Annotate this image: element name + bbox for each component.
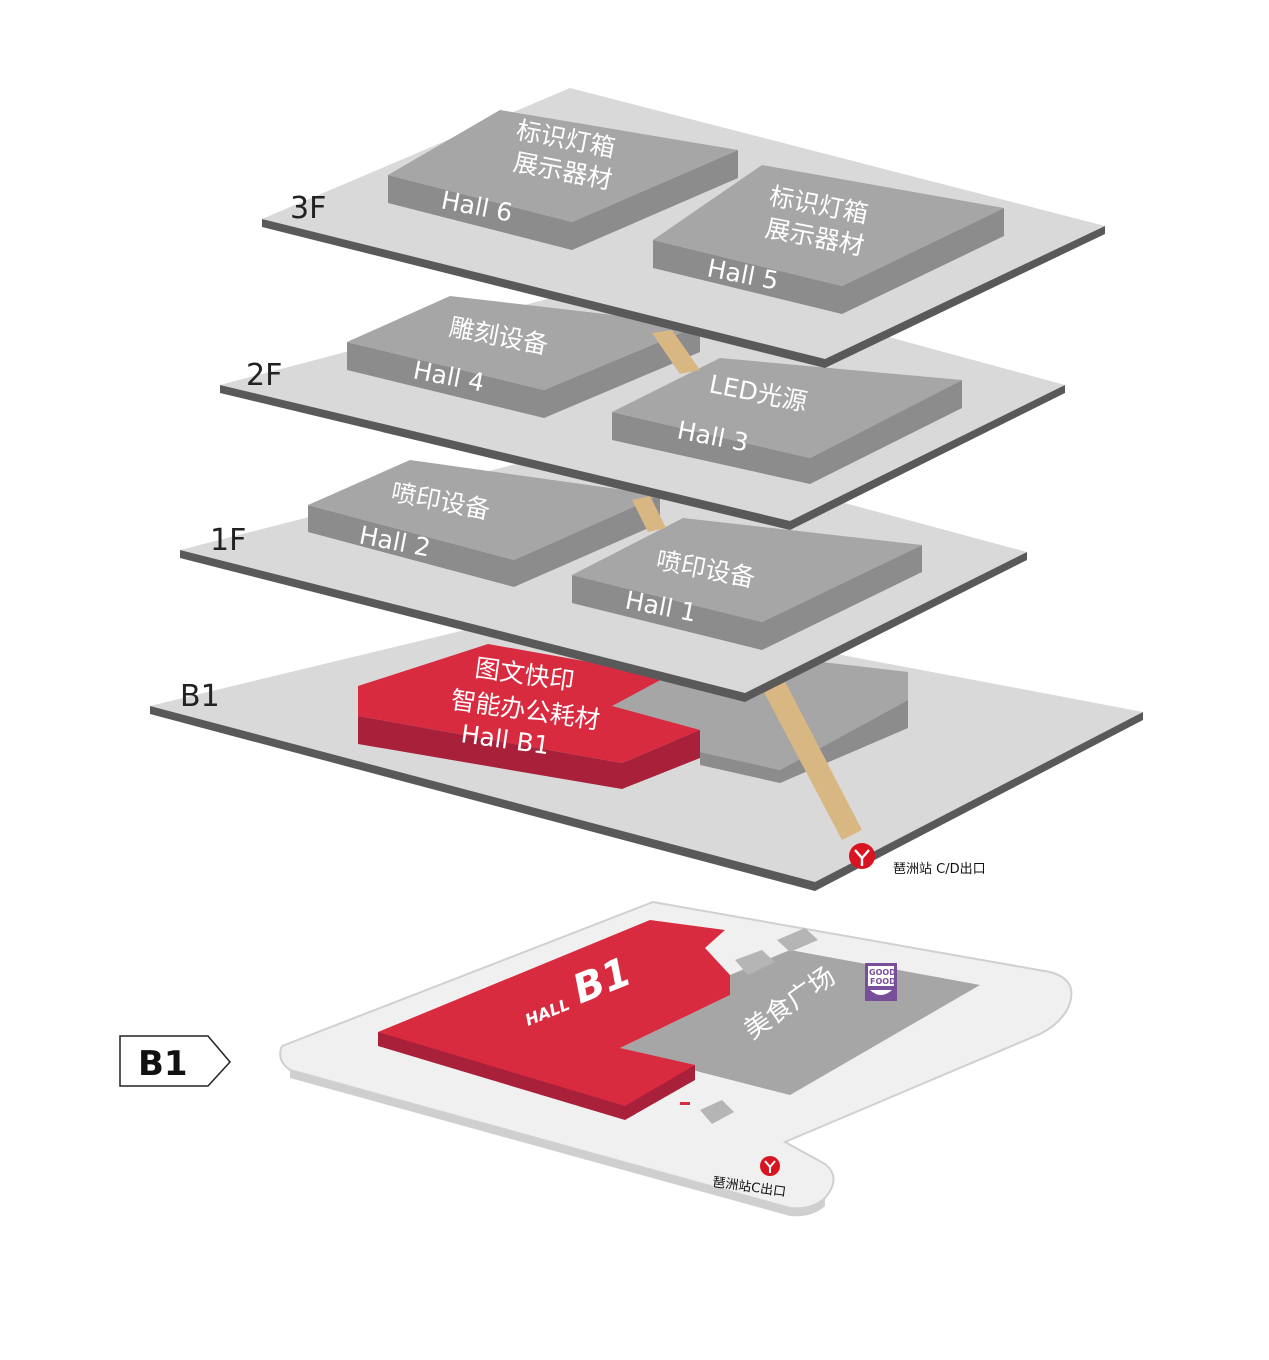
hall-5-top[interactable] — [653, 165, 1004, 286]
b1-tag-shape — [119, 1035, 231, 1087]
floor-1f-edge — [180, 550, 1027, 702]
metro-icon — [849, 843, 875, 869]
ramp-2f-3f — [652, 330, 700, 374]
hall-2-side — [308, 495, 660, 587]
good-food-logo: GOOD FOOD — [865, 963, 897, 1001]
ramp-b1-metro — [748, 662, 862, 840]
escalator-icon-2 — [777, 928, 818, 952]
hall-3-side — [612, 380, 962, 484]
b1-tag: B1 — [119, 1035, 231, 1087]
metro-exit-cd[interactable]: 琶洲站 C/D出口 — [849, 843, 986, 877]
hall-1-top[interactable] — [572, 518, 922, 622]
floor-2f-edge — [220, 385, 1065, 530]
metro-glyph — [854, 849, 870, 866]
floor-label-b1: B1 — [180, 679, 220, 714]
floor-b1-edge — [150, 706, 1143, 891]
hall-3-top[interactable] — [612, 358, 962, 458]
hall-6-side — [388, 150, 738, 250]
b1-plan: 美食广场 GOOD FOOD HALL B1 琶洲站C出口 — [279, 900, 1073, 1217]
ramp-1f-2f — [632, 496, 666, 532]
escalator-icon-3 — [700, 1100, 734, 1124]
floor-label-2f: 2F — [246, 358, 282, 393]
hall-1-side — [572, 545, 922, 650]
hall-6-top[interactable] — [388, 110, 738, 222]
logo-line1: GOOD — [869, 968, 896, 977]
metro-exit-cd-label: 琶洲站 C/D出口 — [893, 862, 986, 877]
floor-label-3f: 3F — [290, 191, 326, 226]
floor-3f-edge — [262, 219, 1105, 368]
hall-5-side — [653, 208, 1004, 314]
entrance-mark — [680, 1102, 690, 1105]
hall-2-top[interactable] — [308, 460, 660, 560]
b1-tag-label: B1 — [138, 1044, 188, 1084]
hall-4-side — [347, 325, 700, 418]
metro-glyph-c — [764, 1160, 776, 1173]
logo-line2: FOOD — [870, 977, 896, 986]
escalator-icon — [735, 950, 775, 975]
floor-2f: 2F 雕刻设备 Hall 4 LED光源 Hall 3 — [220, 272, 1065, 530]
hall-b1-block-side — [358, 716, 700, 789]
hall-4-top[interactable] — [347, 296, 700, 390]
bowl-icon — [870, 990, 892, 995]
floor-3f: 3F 标识灯箱 展示器材 Hall 6 标识灯箱 展示器材 Hall 5 — [262, 88, 1105, 368]
hall-b1-block-top[interactable] — [358, 644, 700, 763]
floor-label-1f: 1F — [210, 523, 246, 558]
logo-inner — [868, 966, 894, 986]
